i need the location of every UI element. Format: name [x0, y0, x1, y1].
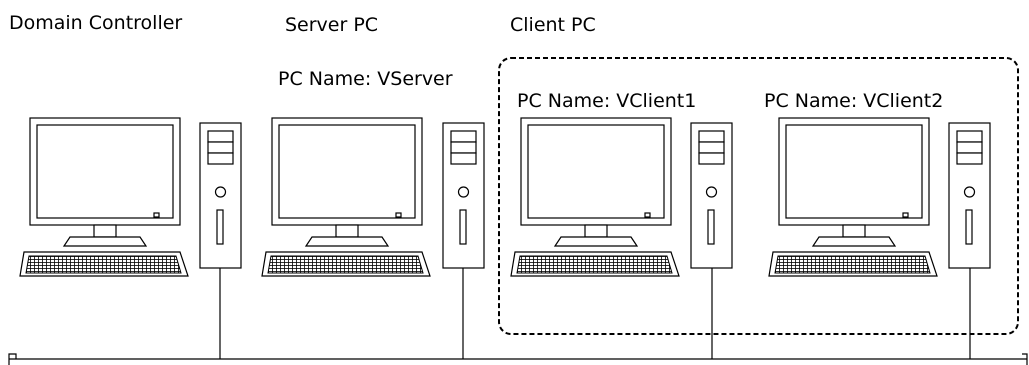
domain-controller-monitor: [19, 117, 189, 277]
client2-monitor: [768, 117, 938, 277]
domain-controller-tower: [199, 122, 242, 269]
server-monitor: [261, 117, 431, 277]
client1-pc-name: PC Name: VClient1: [517, 90, 697, 112]
server-pc-name: PC Name: VServer: [278, 68, 453, 90]
client1-monitor: [510, 117, 680, 277]
network-drop-cables: [219, 268, 971, 359]
network-backbone: [8, 353, 1028, 365]
client2-pc-name: PC Name: VClient2: [764, 90, 944, 112]
client1-tower: [690, 122, 733, 269]
server-tower: [442, 122, 485, 269]
server-pc-label: Server PC: [285, 14, 379, 36]
client-pc-group-boundary: [498, 57, 1019, 335]
client-pc-label: Client PC: [510, 14, 596, 36]
client2-tower: [948, 122, 991, 269]
domain-controller-label: Domain Controller: [9, 12, 183, 34]
